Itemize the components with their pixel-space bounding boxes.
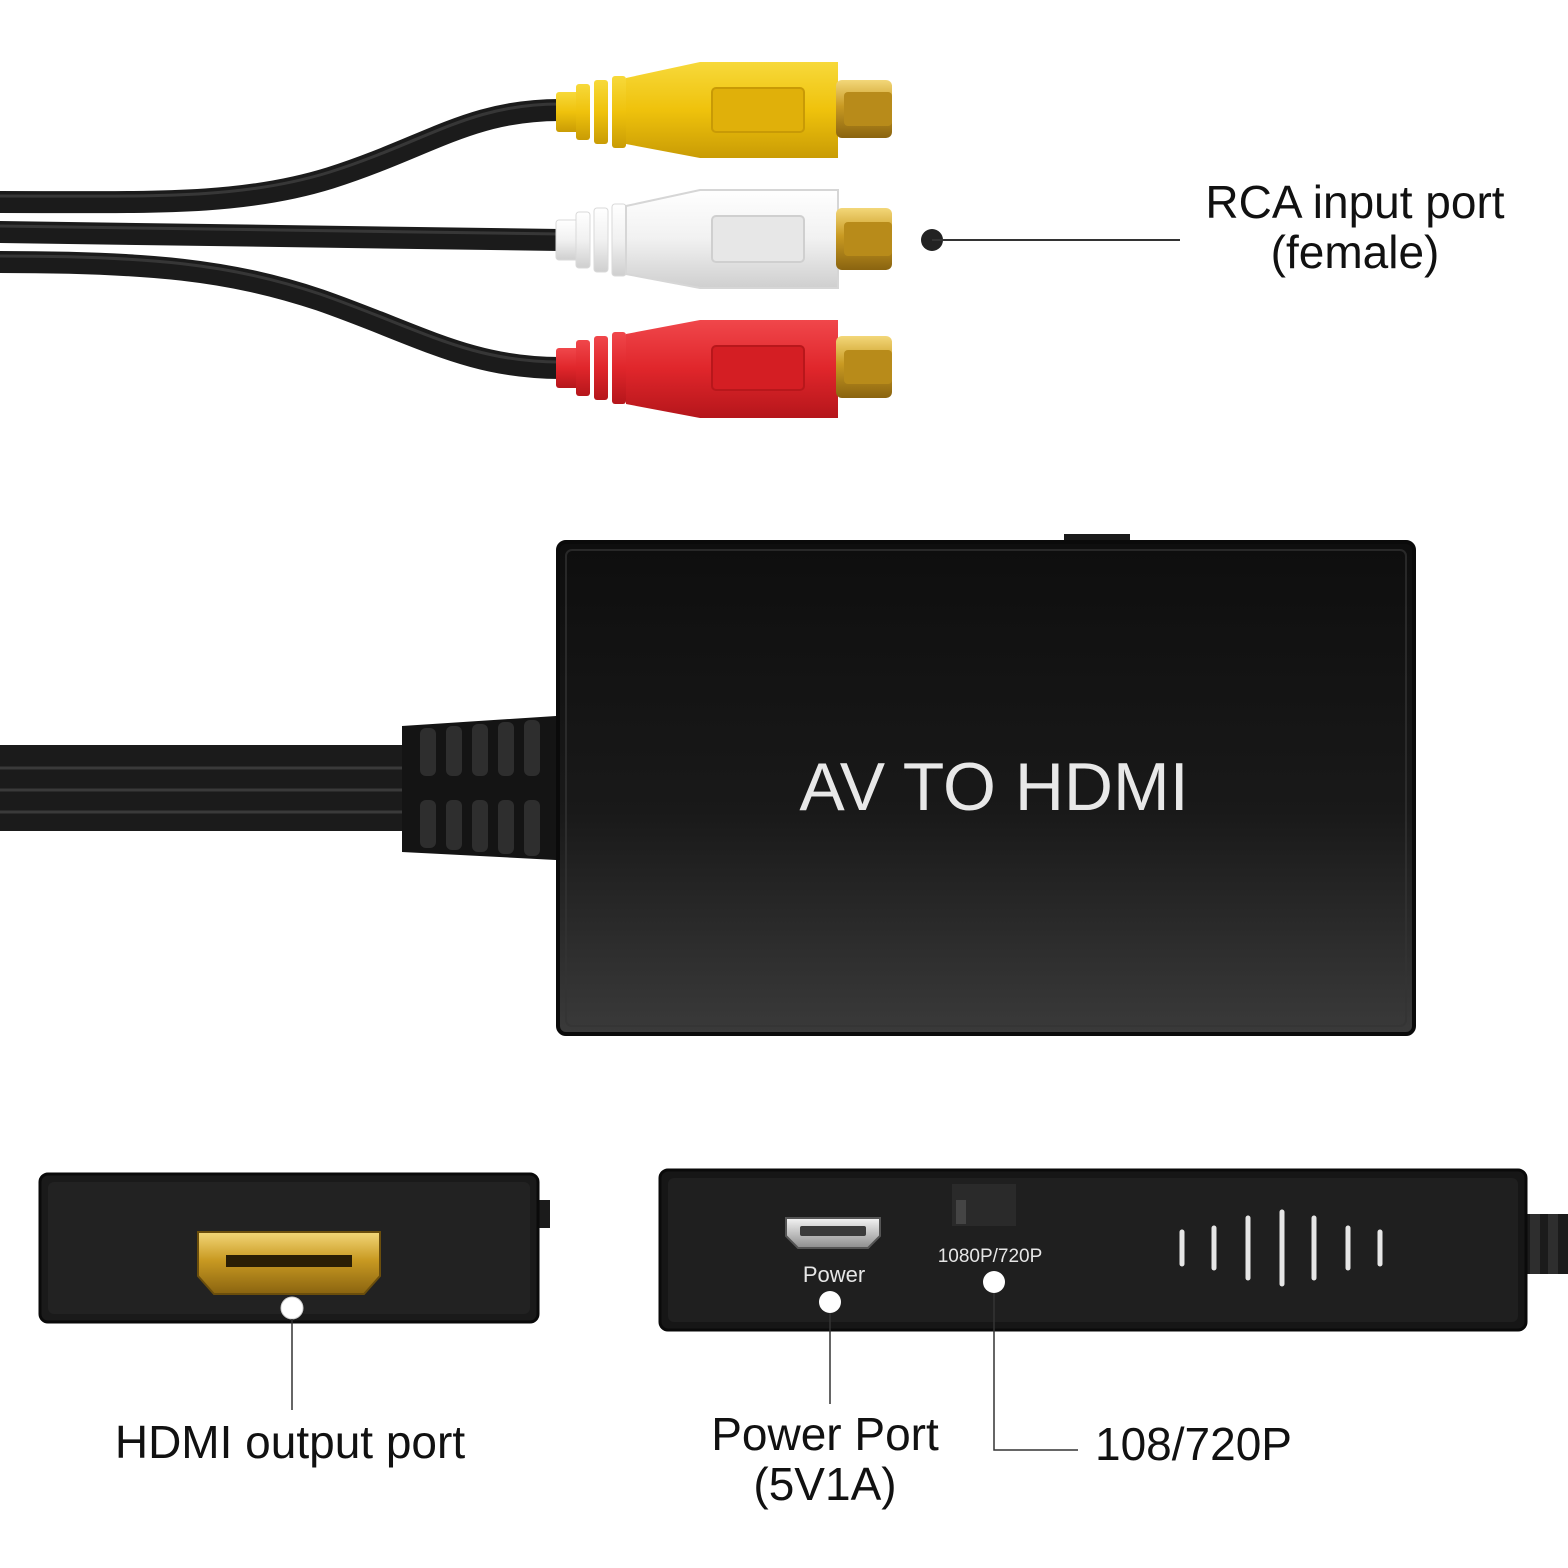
power-port-print: Power <box>803 1262 865 1287</box>
power-port-label: Power Port (5V1A) <box>690 1408 960 1510</box>
switch-print: 1080P/720P <box>938 1246 1043 1267</box>
rca-jack-red <box>556 320 892 418</box>
hdmi-label-line1: HDMI output port <box>114 1416 466 1468</box>
side-view <box>658 1168 1568 1451</box>
rca-cables <box>0 99 571 379</box>
rca-input-label: RCA input port (female) <box>1190 176 1520 278</box>
rca-jack-yellow <box>556 62 892 158</box>
main-cable <box>0 745 420 831</box>
rca-label-line2: (female) <box>1270 225 1440 278</box>
power-label-line2: (5V1A) <box>753 1457 897 1510</box>
vent-slots <box>1179 1209 1383 1287</box>
cable-yellow <box>0 99 571 214</box>
hdmi-output-label: HDMI output port <box>80 1416 500 1468</box>
resolution-switch-label: 108/720P <box>1095 1418 1315 1470</box>
power-port <box>785 1217 881 1249</box>
power-label-line1: Power Port <box>711 1408 939 1460</box>
rca-callout <box>921 229 1180 251</box>
strain-relief <box>402 716 556 860</box>
hdmi-end-view <box>38 1172 550 1410</box>
cable-red <box>0 251 571 379</box>
device-face-text: AV TO HDMI <box>799 749 1188 825</box>
converter-box <box>556 534 1416 1036</box>
cable-white <box>0 221 571 251</box>
rca-jack-white <box>555 189 892 289</box>
resolution-label-line1: 108/720P <box>1095 1418 1292 1470</box>
rca-label-line1: RCA input port <box>1205 176 1505 228</box>
